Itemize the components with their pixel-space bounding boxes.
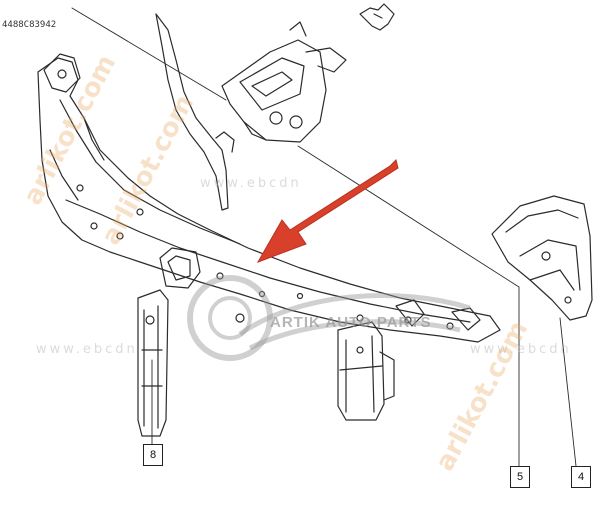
fender-panel (155, 13, 235, 211)
callout-8: 8 (143, 444, 163, 466)
watermark-site-text-2: www.ebcdn (36, 342, 138, 357)
callout-4: 4 (571, 466, 591, 488)
right-lower-support (337, 321, 395, 421)
watermark-swoosh (238, 292, 471, 351)
leader-lines (71, 7, 577, 467)
watermark-gear (187, 275, 273, 361)
right-side-panel (491, 195, 593, 321)
small-clip-part (359, 3, 395, 31)
reference-code: 4488C83942 (2, 20, 57, 30)
upper-bracket-block (221, 21, 347, 143)
watermark-site-text-1: www.ebcdn (200, 176, 302, 191)
watermark-logo-text: ARTIK AUTO PARTS (270, 314, 432, 331)
front-cross-member (37, 53, 501, 343)
highlight-arrow (256, 159, 399, 263)
left-lower-support (137, 289, 169, 437)
callout-5: 5 (510, 466, 530, 488)
watermark-site-text-3: www.ebcdn (470, 342, 572, 357)
